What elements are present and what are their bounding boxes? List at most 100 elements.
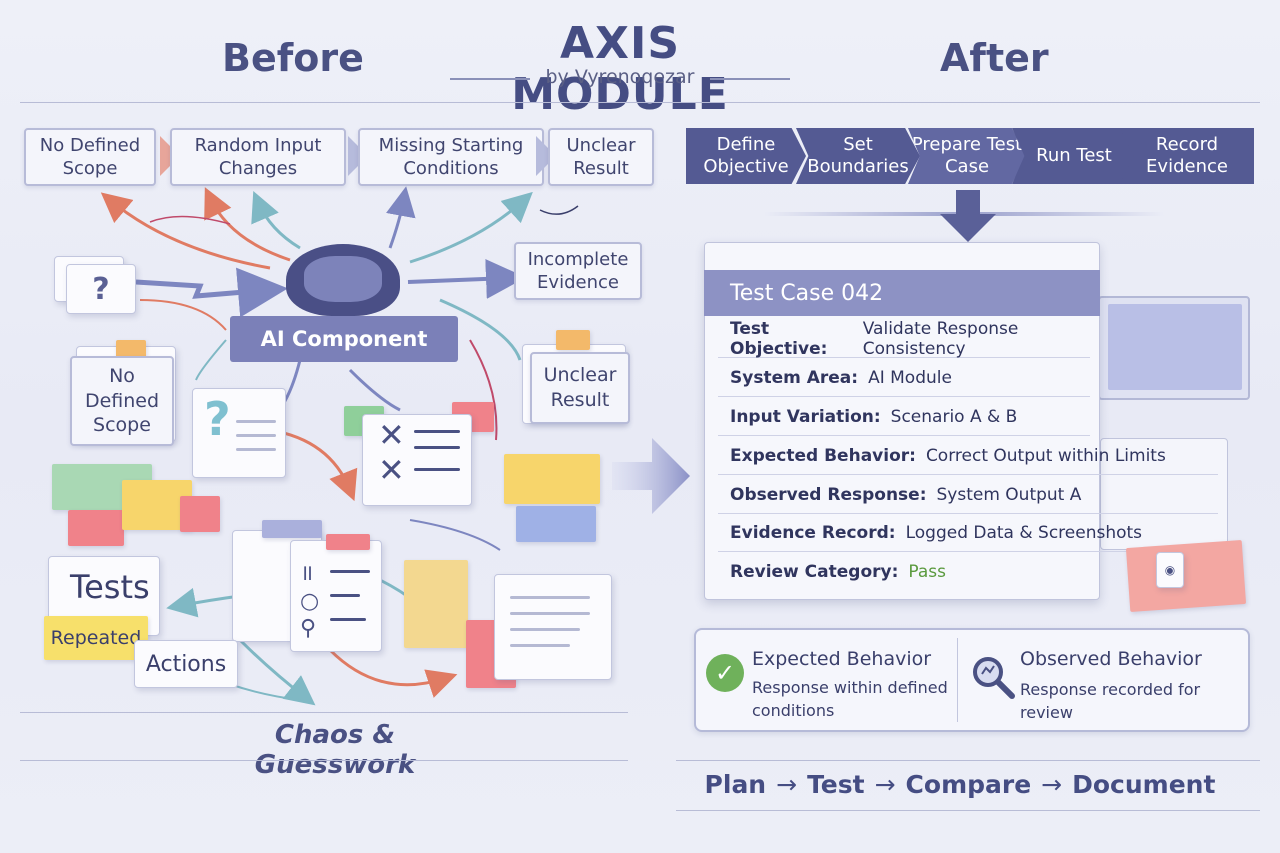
down-arrow-icon [940, 190, 996, 242]
row-key: Evidence Record: [730, 522, 896, 543]
arrow-right-icon: → [776, 770, 798, 799]
text-line [330, 594, 360, 597]
question-clipboard [192, 388, 286, 478]
label-incomplete-evidence: Incomplete Evidence [514, 242, 642, 300]
sticky-note [404, 560, 468, 648]
flow-test: Test [807, 770, 865, 799]
monitor-screen [1108, 304, 1242, 390]
flow-rule-top [676, 760, 1260, 761]
ai-component-label: AI Component [230, 316, 458, 362]
chaos-rule-top [20, 712, 628, 713]
page-subtitle: by Vyrenoqezar [545, 66, 695, 88]
step-run-test: Run Test [1012, 128, 1136, 184]
text-line [236, 434, 276, 437]
before-heading: Before [222, 36, 364, 80]
label-no-defined-scope-card: No Defined Scope [70, 356, 174, 446]
row-value: Validate Response Consistency [862, 318, 1019, 359]
row-input-variation: Input Variation: Scenario A & B [718, 398, 1090, 436]
row-review-category: Review Category: Pass [718, 553, 1090, 591]
brain-detail [304, 256, 382, 302]
sticky-note [180, 496, 220, 532]
test-case-title: Test Case 042 [704, 270, 1100, 316]
row-key: Review Category: [730, 562, 899, 582]
chaos-connector-arrows [100, 186, 579, 706]
question-document: ? [66, 264, 136, 314]
header-divider [20, 102, 1260, 103]
magnifier-icon [973, 657, 1015, 699]
subtitle-rule-left [450, 78, 530, 80]
label-repeated: Repeated [44, 616, 148, 660]
text-line [414, 446, 460, 449]
text-line [414, 468, 460, 471]
flow-plan: Plan [704, 770, 767, 799]
flow-rule-bottom [676, 810, 1260, 811]
row-system-area: System Area: AI Module [718, 359, 1090, 397]
step-set-boundaries: Set Boundaries [796, 128, 920, 184]
row-observed-response: Observed Response: System Output A [718, 476, 1218, 514]
checklist-card [362, 414, 472, 506]
row-value-pass: Pass [908, 562, 947, 582]
row-value: AI Module [868, 367, 952, 388]
row-key: Input Variation: [730, 406, 881, 427]
text-line [236, 448, 276, 451]
after-heading: After [940, 36, 1049, 80]
text-line [510, 612, 590, 615]
report-document [494, 574, 612, 680]
step-label: Set Boundaries [807, 133, 909, 178]
step-define-objective: Define Objective [686, 128, 806, 184]
expected-behavior-text: Response within defined conditions [752, 678, 948, 721]
arrow-right-icon: → [874, 770, 896, 799]
clipboard-clip [262, 520, 322, 538]
observed-behavior-text: Response recorded for review [1020, 680, 1201, 723]
sticky-note [504, 454, 600, 504]
row-value: Correct Output within Limits [925, 445, 1166, 466]
row-key: Expected Behavior: [730, 445, 916, 466]
step-record-evidence: Record Evidence [1120, 128, 1254, 184]
text-line [510, 628, 580, 631]
row-value: Scenario A & B [890, 406, 1018, 427]
chaos-rule-bottom [20, 760, 628, 761]
row-expected-behavior: Expected Behavior: Correct Output within… [718, 437, 1218, 475]
row-test-objective: Test Objective: Validate Response Consis… [718, 318, 1090, 359]
observed-behavior-title: Observed Behavior [1020, 648, 1202, 670]
sticky-note [68, 510, 124, 546]
label-random-input-changes: Random Input Changes [170, 128, 346, 186]
row-key: Observed Response: [730, 484, 927, 505]
row-value: System Output A [936, 484, 1082, 505]
evidence-attachment-card [1125, 540, 1247, 612]
step-label: Prepare Test Case [911, 133, 1023, 178]
text-line [510, 644, 570, 647]
sticky-note [556, 330, 590, 350]
sticky-note [516, 506, 596, 542]
text-line [330, 618, 366, 621]
secondary-panel [1100, 438, 1228, 550]
question-mark-icon: ? [204, 392, 231, 446]
label-missing-starting-conditions: Missing Starting Conditions [358, 128, 544, 186]
label-unclear-result: Unclear Result [548, 128, 654, 186]
flow-document: Document [1072, 770, 1216, 799]
step-label: Run Test [1036, 144, 1112, 166]
text-line [330, 570, 370, 573]
compare-divider [957, 638, 958, 722]
expected-behavior-title: Expected Behavior [752, 648, 932, 670]
label-unclear-result-card: Unclear Result [530, 352, 630, 424]
text-line [236, 420, 276, 423]
step-label: Record Evidence [1146, 133, 1228, 178]
question-mark: ? [92, 271, 110, 307]
row-key: System Area: [730, 367, 859, 388]
row-evidence-record: Evidence Record: Logged Data & Screensho… [718, 514, 1218, 552]
compare-panel [694, 628, 1250, 732]
attachment-icon: ◉ [1156, 552, 1184, 588]
sticky-note [326, 534, 370, 550]
text-line [510, 596, 590, 599]
label-no-defined-scope: No Defined Scope [24, 128, 156, 186]
subtitle-rule-right [710, 78, 790, 80]
process-flow: Plan → Test → Compare → Document [680, 770, 1240, 799]
label-actions: Actions [134, 640, 238, 688]
text-line [414, 430, 460, 433]
chaos-caption: Chaos & Guesswork [254, 720, 416, 780]
checkmark-icon: ✓ [706, 654, 744, 692]
x-marks-icon: ✕✕ [378, 416, 405, 490]
transition-arrow-icon [612, 438, 690, 514]
flow-compare: Compare [905, 770, 1032, 799]
